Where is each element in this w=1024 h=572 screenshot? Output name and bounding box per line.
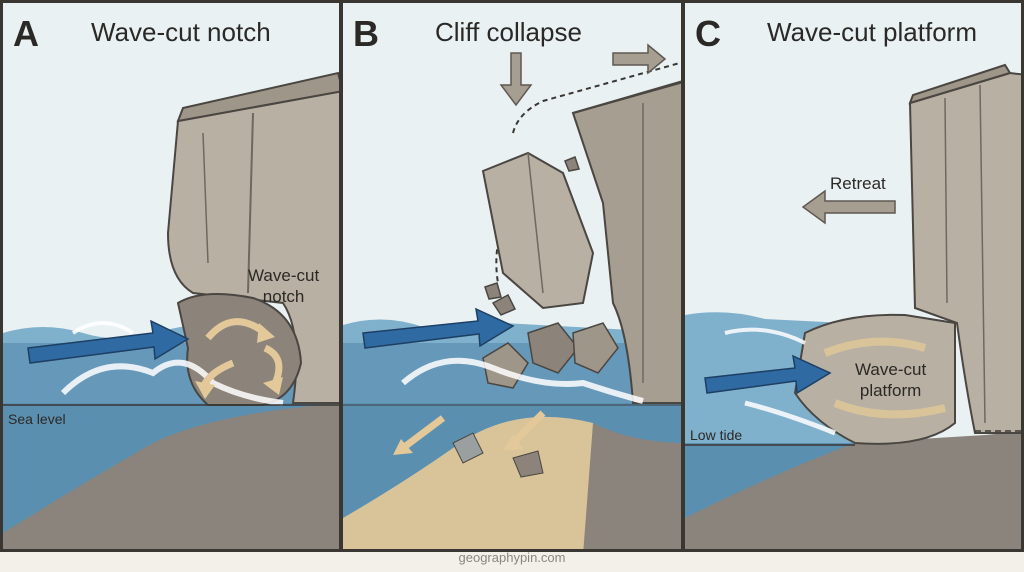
panel-a-title: Wave-cut notch bbox=[91, 17, 271, 48]
panel-b-scene bbox=[343, 3, 684, 552]
panel-b: B Cliff collapse bbox=[340, 0, 684, 552]
panel-a: A Wave-cut notch Wave-cut notch Sea leve… bbox=[0, 0, 342, 552]
platform-label: Wave-cut platform bbox=[855, 359, 926, 401]
panel-b-title: Cliff collapse bbox=[435, 17, 582, 48]
panel-c-title: Wave-cut platform bbox=[767, 17, 977, 48]
panel-a-letter: A bbox=[13, 13, 39, 55]
panel-c-letter: C bbox=[695, 13, 721, 55]
sea-level-label: Sea level bbox=[8, 409, 66, 430]
low-tide-label: Low tide bbox=[690, 425, 742, 446]
panel-c-scene bbox=[685, 3, 1024, 552]
footer-credit: geographypin.com bbox=[0, 550, 1024, 565]
notch-label: Wave-cut notch bbox=[248, 265, 319, 307]
retreat-label: Retreat bbox=[830, 173, 886, 194]
panel-c: C Wave-cut platform Retreat Wave-cut pla… bbox=[682, 0, 1024, 552]
panel-b-letter: B bbox=[353, 13, 379, 55]
